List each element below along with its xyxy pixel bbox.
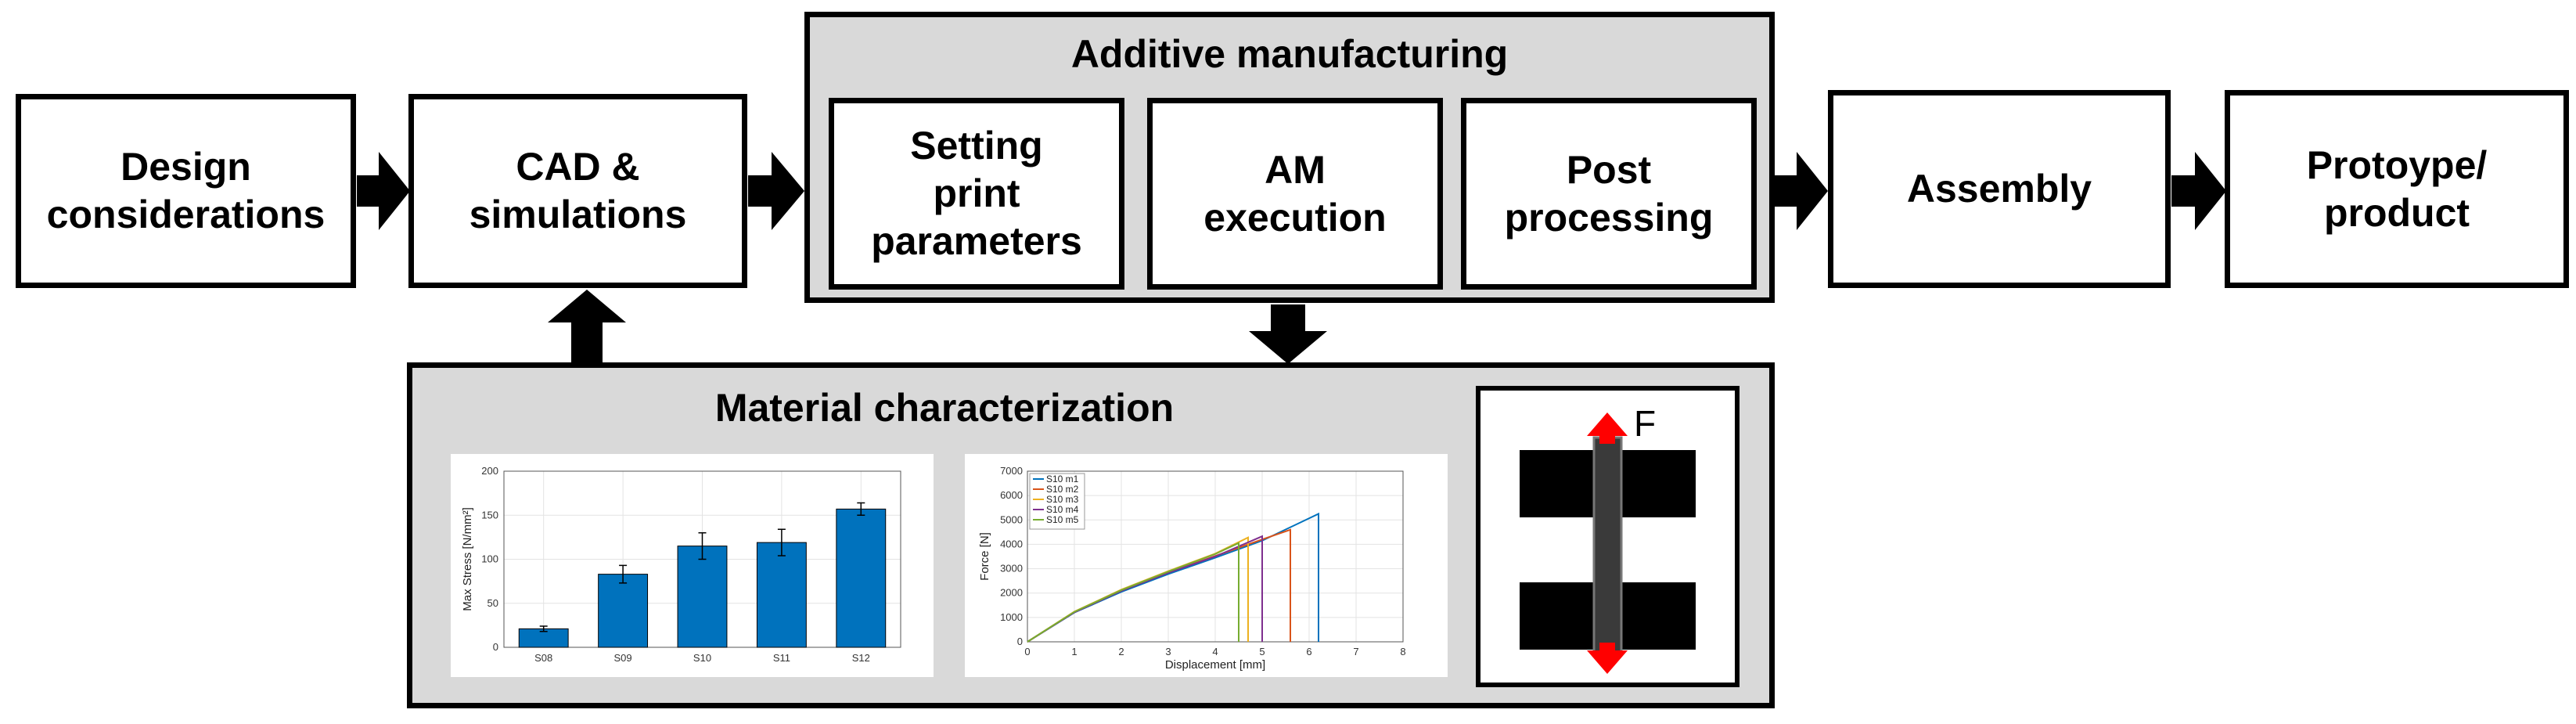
bar-S10 bbox=[677, 546, 728, 648]
x-axis-label: Displacement [mm] bbox=[1165, 658, 1265, 672]
arrow-material-to-cad bbox=[548, 290, 626, 366]
y-axis-label: Max Stress [N/mm²] bbox=[461, 507, 474, 611]
x-tick-label: 4 bbox=[1212, 646, 1218, 657]
additive-manufacturing-title: Additive manufacturing bbox=[1070, 32, 1509, 76]
y-tick-label: 100 bbox=[481, 553, 498, 565]
x-tick-label: S11 bbox=[773, 652, 790, 664]
plot-frame bbox=[1027, 470, 1404, 643]
x-tick-label: 6 bbox=[1306, 646, 1311, 657]
additive-manufacturing-panel: Additive manufacturing Setting print par… bbox=[804, 12, 1775, 303]
x-tick-label: 5 bbox=[1259, 646, 1265, 657]
force-label: F bbox=[1634, 403, 1656, 444]
setting-print-parameters-label: Setting print parameters bbox=[871, 124, 1082, 263]
y-tick-label: 4000 bbox=[1000, 538, 1023, 549]
design-considerations-box: Design considerations bbox=[16, 94, 356, 288]
y-axis-label: Force [N] bbox=[978, 532, 991, 581]
force-displacement-chart: 0 1000 2000 3000 4000 5000 6000 7000 0 1 2 3 4 5 6 7 8 S1… bbox=[965, 454, 1448, 677]
x-tick-label: S08 bbox=[534, 652, 552, 664]
arrow-am-to-material bbox=[1249, 304, 1327, 364]
legend-entry: S10 m2 bbox=[1046, 484, 1079, 495]
y-tick-label: 0 bbox=[1017, 636, 1023, 647]
y-tick-label: 1000 bbox=[1000, 611, 1023, 623]
cad-simulations-label: CAD & simulations bbox=[469, 145, 687, 236]
x-tick-label: 0 bbox=[1024, 646, 1030, 657]
y-tick-label: 3000 bbox=[1000, 563, 1023, 575]
arrow-cad-to-am bbox=[748, 152, 804, 230]
bar-S11 bbox=[756, 542, 807, 648]
series-line-S10-m5 bbox=[1027, 542, 1239, 643]
x-tick-label: S09 bbox=[614, 652, 632, 664]
x-tick-label: 1 bbox=[1071, 646, 1077, 657]
post-processing-box: Post processing bbox=[1461, 98, 1757, 290]
tensile-test-schematic: F bbox=[1476, 386, 1740, 687]
x-tick-label: 2 bbox=[1118, 646, 1124, 657]
x-tick-label: 7 bbox=[1353, 646, 1358, 657]
series-line-S10-m1 bbox=[1027, 512, 1319, 643]
legend-entry: S10 m5 bbox=[1046, 514, 1079, 525]
y-tick-label: 2000 bbox=[1000, 587, 1023, 599]
tensile-fixture-svg: F bbox=[1520, 403, 1696, 674]
cad-simulations-box: CAD & simulations bbox=[408, 94, 747, 288]
y-tick-label: 200 bbox=[481, 465, 498, 477]
assembly-label: Assembly bbox=[1906, 167, 2092, 211]
prototype-product-box: Protoype/ product bbox=[2225, 90, 2569, 288]
setting-print-parameters-box: Setting print parameters bbox=[829, 98, 1124, 290]
force-arrow-up bbox=[1587, 412, 1628, 444]
x-tick-label: 8 bbox=[1400, 646, 1405, 657]
am-execution-box: AM execution bbox=[1147, 98, 1443, 290]
x-tick-label: S10 bbox=[693, 652, 711, 664]
line-chart-svg: 0 1000 2000 3000 4000 5000 6000 7000 0 1 2 3 4 5 6 7 8 S1… bbox=[978, 465, 1406, 672]
y-tick-label: 6000 bbox=[1000, 489, 1023, 501]
legend-entry: S10 m4 bbox=[1046, 504, 1079, 515]
prototype-product-label: Protoype/ product bbox=[2306, 142, 2488, 235]
y-tick-label: 50 bbox=[487, 597, 498, 609]
y-tick-label: 150 bbox=[481, 509, 498, 520]
design-considerations-label: Design considerations bbox=[46, 145, 326, 236]
arrow-am-to-assembly bbox=[1773, 152, 1828, 230]
legend-entry: S10 m3 bbox=[1046, 494, 1079, 505]
y-tick-label: 7000 bbox=[1000, 465, 1023, 477]
material-characterization-title: Material characterization bbox=[714, 386, 1175, 430]
series-line-S10-m2 bbox=[1027, 528, 1291, 643]
force-arrow-down bbox=[1587, 643, 1628, 674]
assembly-box: Assembly bbox=[1828, 90, 2171, 288]
arrow-design-to-cad bbox=[357, 152, 410, 230]
x-tick-label: S12 bbox=[852, 652, 870, 664]
y-tick-label: 5000 bbox=[1000, 513, 1023, 525]
series-line-S10-m4 bbox=[1027, 535, 1263, 643]
am-execution-label: AM execution bbox=[1203, 147, 1387, 240]
bar-S09 bbox=[598, 574, 649, 648]
y-tick-label: 0 bbox=[493, 641, 498, 653]
post-processing-label: Post processing bbox=[1504, 147, 1714, 240]
x-tick-label: 3 bbox=[1165, 646, 1171, 657]
legend-entry: S10 m1 bbox=[1046, 474, 1079, 484]
bar-S12 bbox=[836, 508, 887, 648]
test-specimen bbox=[1592, 436, 1623, 654]
arrow-assembly-to-product bbox=[2171, 152, 2226, 230]
